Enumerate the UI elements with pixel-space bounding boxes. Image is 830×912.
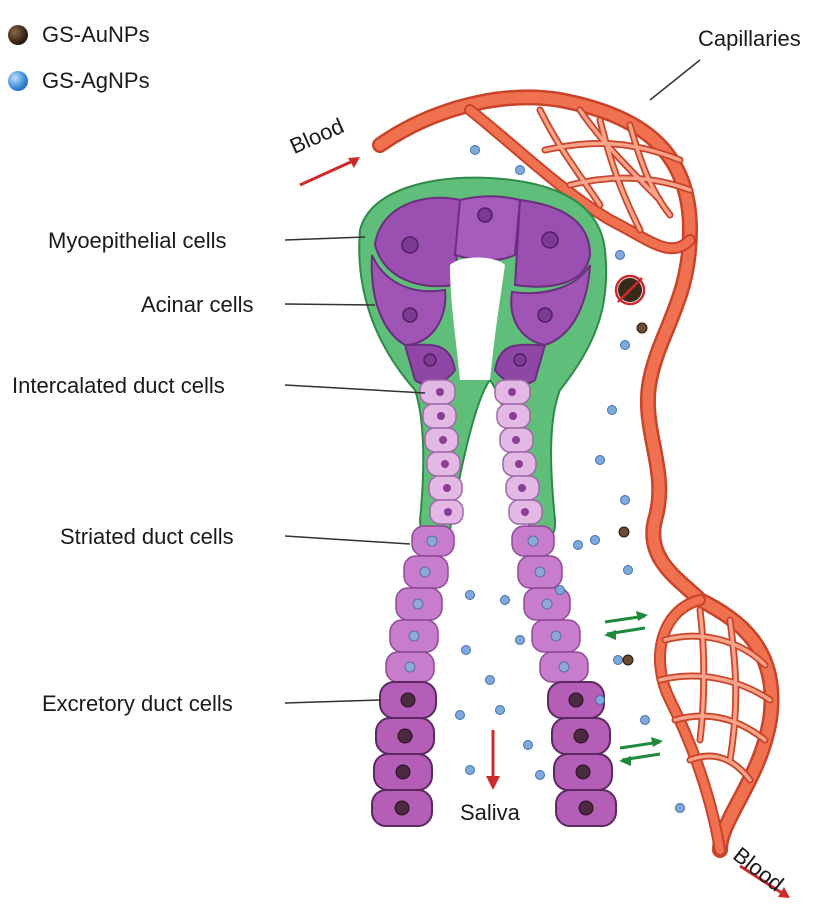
silver-nanoparticle — [556, 586, 565, 595]
gold-nanoparticle-icon — [8, 25, 28, 45]
intercalated-duct-cells-label: Intercalated duct cells — [12, 373, 225, 399]
silver-nanoparticle — [501, 596, 510, 605]
silver-nanoparticle — [676, 804, 685, 813]
silver-nanoparticle — [624, 566, 633, 575]
excretory-duct-cells-label: Excretory duct cells — [42, 691, 233, 717]
silver-nanoparticle — [456, 711, 465, 720]
silver-nanoparticle — [621, 341, 630, 350]
legend-item-gold: GS-AuNPs — [8, 22, 150, 48]
silver-nanoparticle — [486, 676, 495, 685]
legend-label-silver: GS-AgNPs — [42, 68, 150, 94]
silver-nanoparticle — [616, 251, 625, 260]
silver-nanoparticle — [608, 406, 617, 415]
myoepithelial-cells-label: Myoepithelial cells — [48, 228, 227, 254]
capillaries-label: Capillaries — [698, 26, 801, 52]
silver-nanoparticle — [614, 656, 623, 665]
gold-nanoparticle — [619, 527, 629, 537]
legend-item-silver: GS-AgNPs — [8, 68, 150, 94]
silver-nanoparticle — [462, 646, 471, 655]
silver-nanoparticle — [641, 716, 650, 725]
intercalated-duct-cells — [420, 380, 542, 524]
saliva-arrow — [486, 730, 500, 790]
silver-nanoparticle — [524, 741, 533, 750]
exchange-arrows-upper — [604, 611, 648, 640]
silver-nanoparticle — [621, 496, 630, 505]
legend-label-gold: GS-AuNPs — [42, 22, 150, 48]
gold-nanoparticle — [637, 323, 647, 333]
gland-structure — [359, 178, 616, 826]
silver-nanoparticle — [591, 536, 600, 545]
silver-nanoparticle — [516, 636, 525, 645]
silver-nanoparticle — [536, 771, 545, 780]
silver-nanoparticle — [496, 706, 505, 715]
silver-nanoparticle — [466, 766, 475, 775]
exchange-arrows-lower — [619, 737, 663, 766]
striated-duct-cells-label: Striated duct cells — [60, 524, 234, 550]
silver-nanoparticle — [466, 591, 475, 600]
blocked-gold-np-icon — [616, 276, 644, 304]
silver-nanoparticle-icon — [8, 71, 28, 91]
silver-nanoparticle — [471, 146, 480, 155]
silver-nanoparticle — [596, 456, 605, 465]
silver-nanoparticle — [516, 166, 525, 175]
gold-nanoparticle — [623, 655, 633, 665]
blood-in-arrow — [300, 157, 360, 185]
silver-nanoparticle — [574, 541, 583, 550]
silver-nanoparticle — [596, 696, 605, 705]
saliva-label: Saliva — [460, 800, 520, 826]
acinar-cells-label: Acinar cells — [141, 292, 253, 318]
